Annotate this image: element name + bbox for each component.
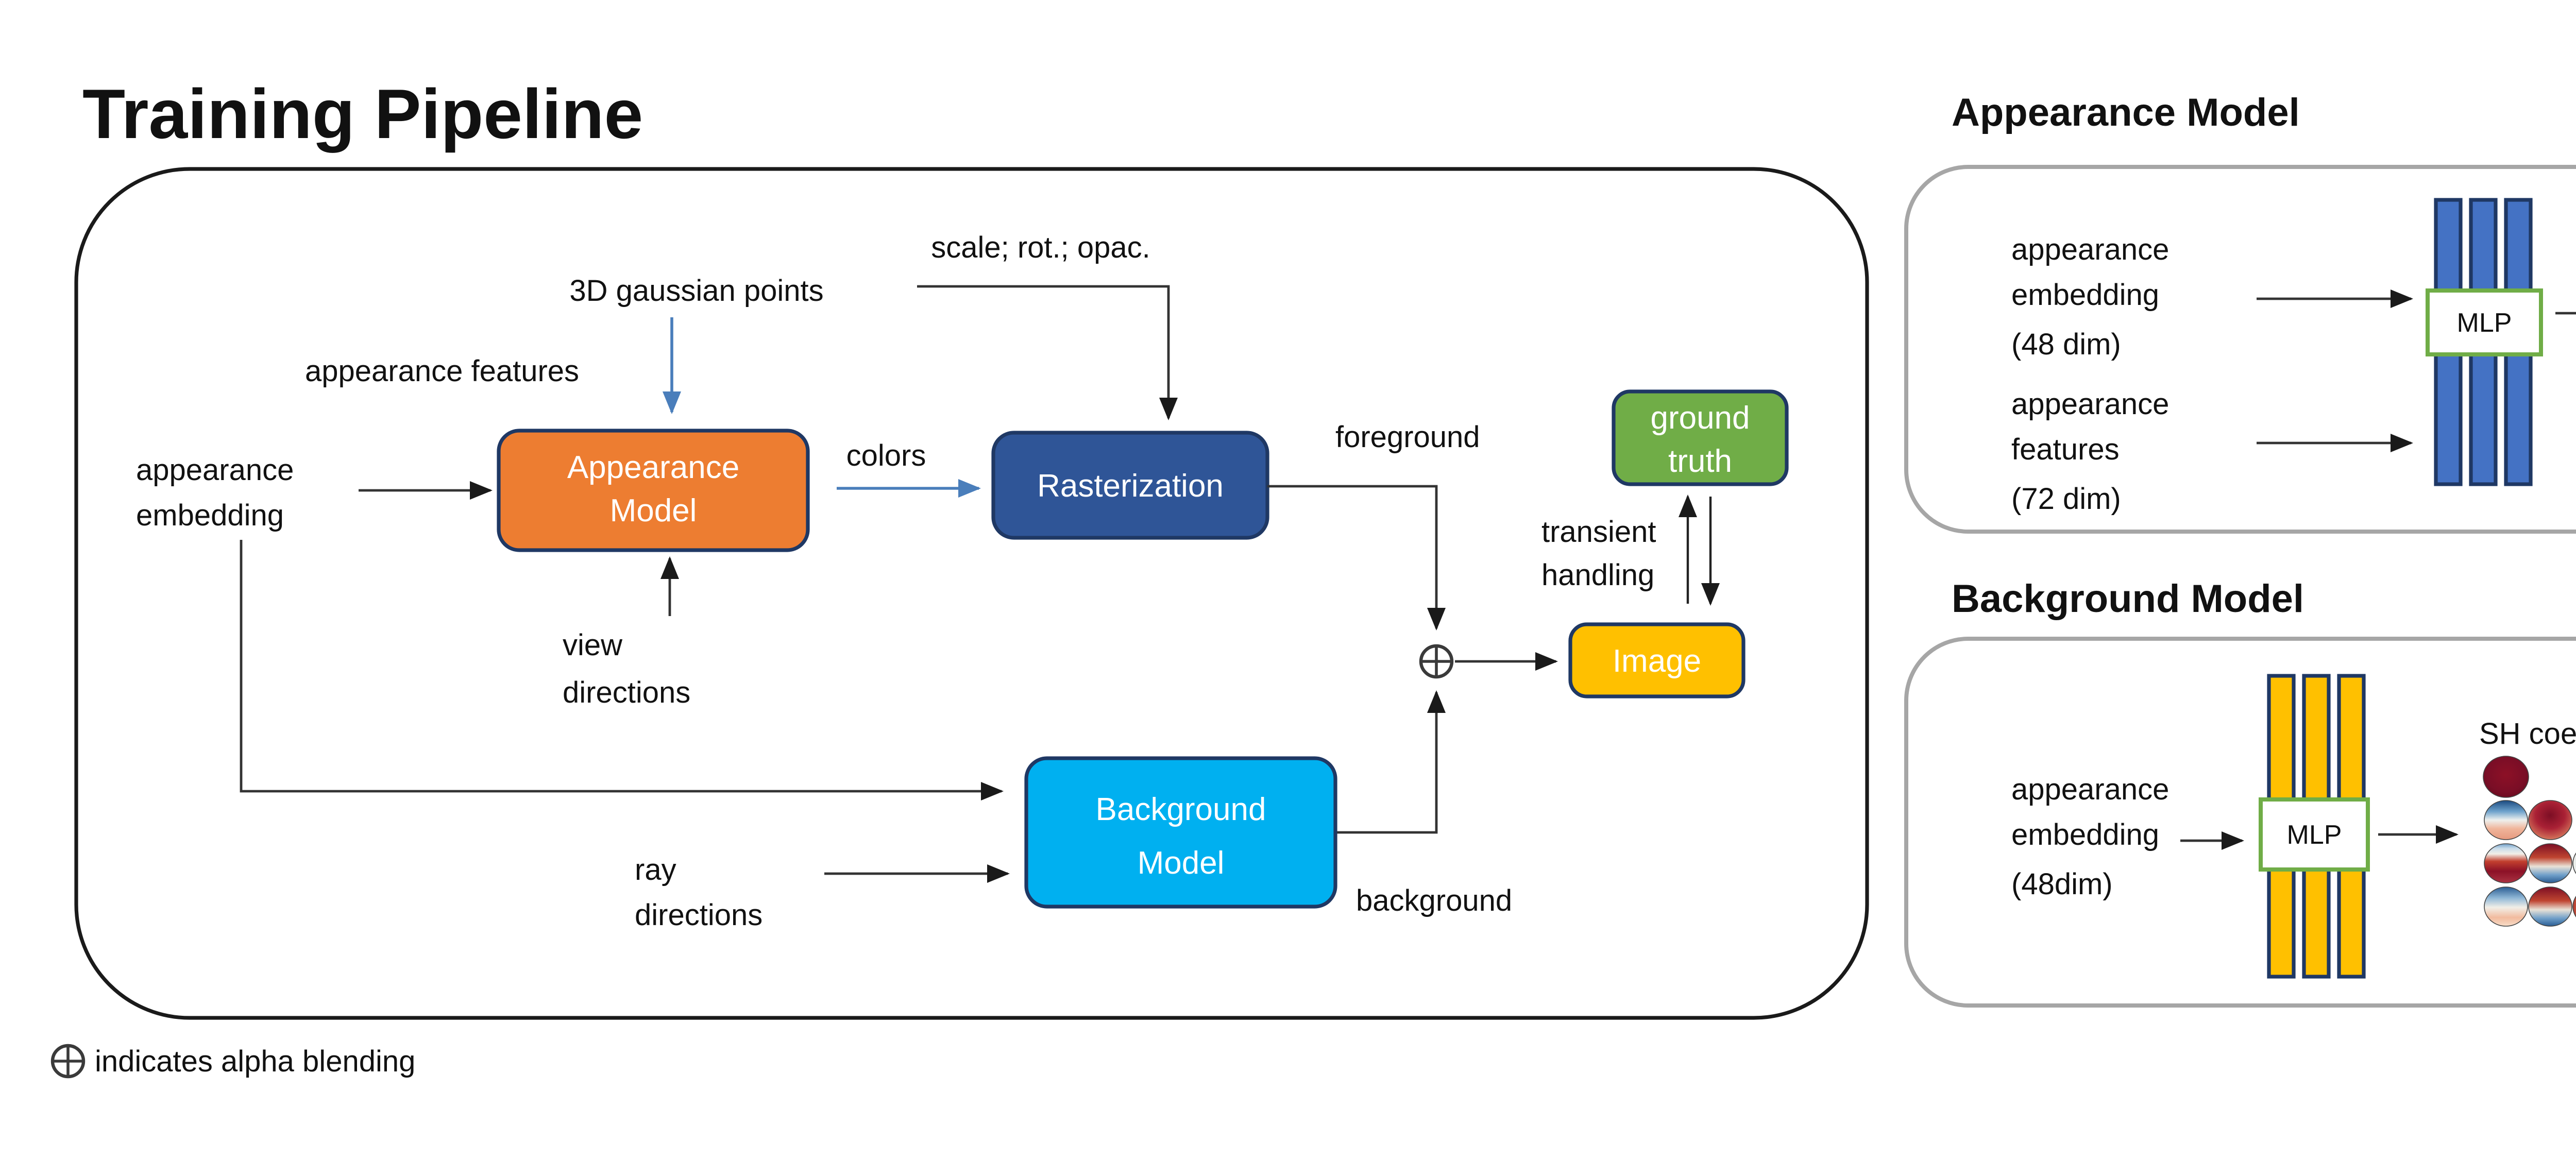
background-model-box-line2: Model — [1138, 845, 1225, 881]
label-ray-directions-line2: directions — [635, 898, 762, 932]
bp-input-line3: (48dim) — [2011, 867, 2113, 901]
background-model-box — [1024, 756, 1337, 909]
label-view-directions-line1: view — [563, 628, 623, 662]
ap-input2-line2: features — [2011, 433, 2120, 466]
arrow-foreground-to-blend — [1267, 485, 1446, 630]
bp-sh-coeffs-label: SH coeffs — [2479, 717, 2576, 751]
ap-mlp-label: MLP — [2457, 308, 2512, 338]
arrow-gaussian-to-rasterization — [917, 285, 1178, 420]
ap-input1-line2: embedding — [2011, 278, 2159, 312]
label-3d-gaussian-points: 3D gaussian points — [569, 274, 823, 308]
bp-input-line1: appearance — [2011, 773, 2169, 806]
label-scale-rot-opac: scale; rot.; opac. — [931, 231, 1150, 264]
ground-truth-box-line2: truth — [1668, 444, 1732, 479]
note-text: indicates alpha blending — [95, 1045, 415, 1078]
background-model-box-line1: Background — [1096, 792, 1266, 827]
label-background: background — [1356, 884, 1512, 917]
appearance-model-box-line1: Appearance — [567, 450, 739, 485]
ap-mlp-box — [2426, 288, 2543, 356]
label-transient-line2: handling — [1541, 558, 1654, 592]
ap-input1-line3: (48 dim) — [2011, 328, 2121, 361]
ap-input2-line3: (72 dim) — [2011, 482, 2121, 516]
ap-input2-line1: appearance — [2011, 387, 2169, 421]
pipeline-container — [74, 167, 1869, 1020]
ground-truth-box-line1: ground — [1650, 400, 1750, 436]
bp-input-line2: embedding — [2011, 818, 2159, 851]
label-view-directions-line2: directions — [563, 676, 690, 709]
background-panel — [1904, 637, 2576, 1008]
label-appearance-embedding-line2: embedding — [136, 499, 284, 532]
label-appearance-features: appearance features — [305, 354, 579, 388]
bp-mlp-label: MLP — [2287, 820, 2342, 850]
ground-truth-box — [1612, 389, 1789, 486]
background-panel-heading: Background Model — [1952, 577, 2304, 621]
bp-mlp-box — [2259, 797, 2370, 872]
label-foreground: foreground — [1335, 420, 1480, 454]
page-title: Training Pipeline — [82, 75, 643, 153]
appearance-panel-heading: Appearance Model — [1952, 91, 2300, 134]
appearance-model-box-line2: Model — [610, 493, 697, 529]
arrow-embedding-to-background-model — [240, 540, 1004, 800]
label-appearance-embedding-line1: appearance — [136, 453, 294, 487]
label-ray-directions-line1: ray — [635, 853, 676, 887]
appearance-model-box — [497, 429, 810, 552]
label-transient-line1: transient — [1541, 515, 1656, 549]
image-box-label: Image — [1613, 643, 1701, 679]
image-box — [1568, 622, 1745, 698]
ap-input1-line1: appearance — [2011, 233, 2169, 266]
rasterization-box-label: Rasterization — [1037, 468, 1224, 504]
arrow-background-to-blend — [1335, 690, 1446, 834]
label-colors: colors — [846, 439, 926, 472]
